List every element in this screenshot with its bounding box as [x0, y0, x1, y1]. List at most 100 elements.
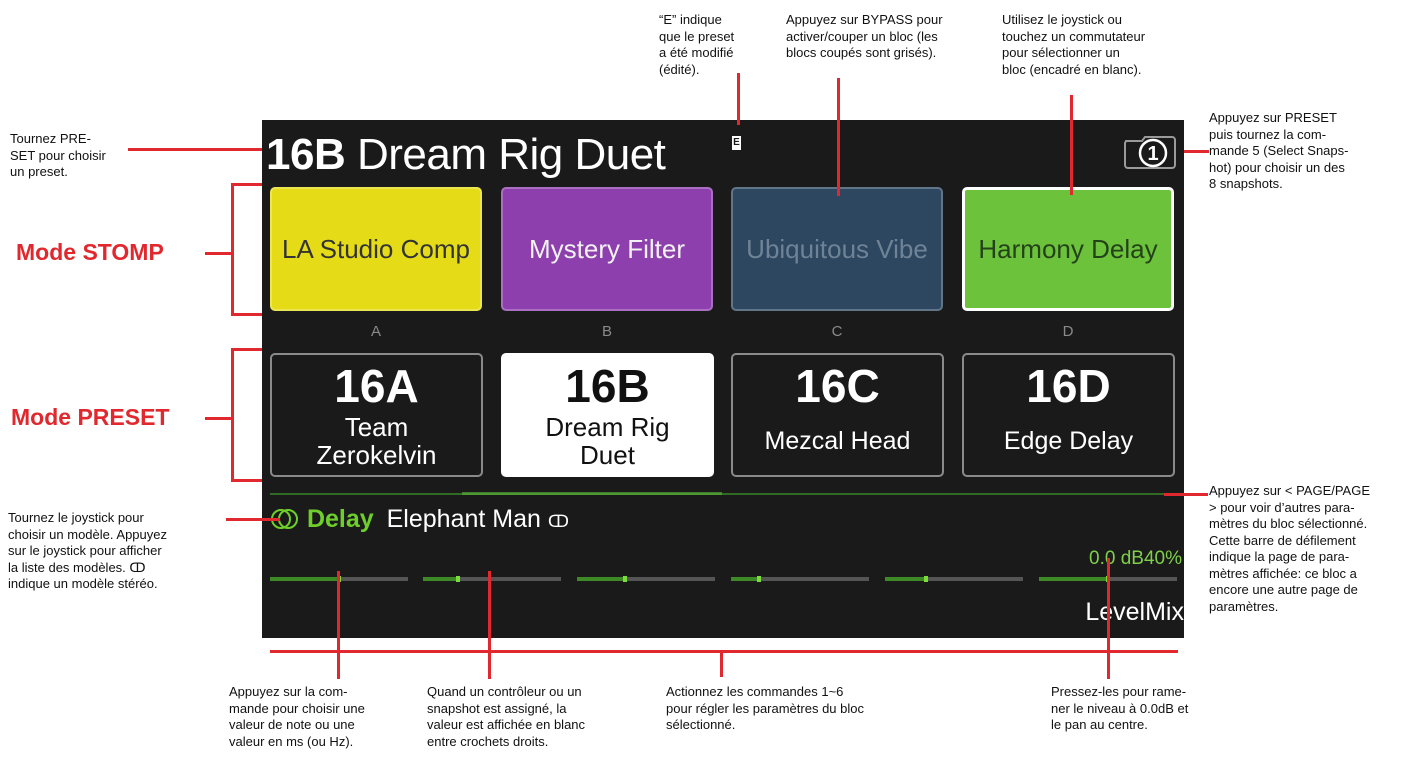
- preset-number: 16C: [795, 360, 880, 412]
- preset-number: 16D: [1026, 360, 1111, 412]
- note-line: (édité).: [659, 61, 700, 77]
- param-fill: [731, 577, 759, 581]
- param-thumb: [456, 576, 460, 582]
- note-line: Appuyez sur < PAGE/PAGE: [1209, 483, 1371, 498]
- leader-knob-press: [337, 571, 340, 679]
- note-line: > pour voir d’autres para-: [1209, 499, 1355, 515]
- note-line: valeur est affichée en blanc: [427, 717, 586, 732]
- switch-letter-c: C: [831, 323, 843, 340]
- preset-title-number: 16B: [266, 130, 346, 179]
- switch-letter-a: A: [370, 323, 381, 340]
- preset-slot-16d[interactable]: 16D Edge Delay: [962, 353, 1175, 477]
- param-fill: [1039, 577, 1108, 581]
- model-line[interactable]: Delay Elephant Man ↀ: [270, 505, 569, 534]
- preset-name: Dream Rig Duet: [545, 412, 670, 470]
- stomp-block-b[interactable]: Mystery Filter: [501, 187, 713, 311]
- param-bar-5[interactable]: [885, 576, 1023, 582]
- note-line: sélectionné.: [666, 717, 736, 732]
- note-line: 8 snapshots.: [1209, 176, 1283, 191]
- preset-slot-16c[interactable]: 16C Mezcal Head: [731, 353, 944, 477]
- note-line: entre crochets droits.: [427, 733, 549, 749]
- bracket-knobs: [270, 650, 1178, 653]
- bracket-preset-top: [231, 348, 262, 351]
- note-line: blocs coupés sont grisés).: [786, 45, 937, 60]
- stomp-block-label: Harmony Delay: [978, 234, 1158, 264]
- stereo-indicator: ↀ: [547, 512, 570, 531]
- note-line: le pan au centre.: [1051, 717, 1148, 732]
- note-line: Quand un contrôleur ou un: [427, 684, 582, 699]
- note-line: hot) pour choisir un des: [1209, 159, 1345, 175]
- bracket-stomp-top: [231, 183, 262, 186]
- device-screen: 16B Dream Rig Duet E 1 LA Studio Comp My…: [262, 120, 1184, 638]
- bracket-preset-vertical: [231, 348, 234, 482]
- note-reset: Pressez-les pour rame-ner le niveau à 0.…: [1051, 684, 1188, 734]
- note-line: puis tournez la com-: [1209, 126, 1327, 142]
- note-line: indique un modèle stéréo.: [8, 576, 158, 591]
- param-thumb: [623, 576, 627, 582]
- note-line: Pressez-les pour rame-: [1051, 684, 1187, 699]
- param-bar-3[interactable]: [577, 576, 715, 582]
- note-line: Tournez PRE-: [10, 131, 91, 146]
- note-line: Actionnez les commandes 1~6: [666, 684, 844, 699]
- stomp-block-label: Ubiquitous Vibe: [746, 234, 928, 264]
- leader-assigned: [488, 571, 491, 679]
- preset-name: Edge Delay: [1003, 427, 1134, 455]
- preset-name: Mezcal Head: [764, 427, 911, 455]
- note-line: encore une autre page de: [1209, 582, 1358, 597]
- note-line: pour sélectionner un: [1002, 45, 1120, 60]
- note-line: paramètres.: [1209, 598, 1279, 614]
- stomp-block-a[interactable]: LA Studio Comp: [270, 187, 482, 311]
- leader-reset: [1107, 558, 1110, 679]
- note-line: Cette barre de défilement: [1209, 532, 1356, 548]
- note-line: que le preset: [659, 28, 735, 44]
- note-line: mètres du bloc sélectionné.: [1209, 516, 1368, 531]
- note-line: Tournez le joystick pour: [8, 510, 144, 525]
- note-line: Appuyez sur PRESET: [1209, 110, 1337, 125]
- stomp-block-label: Mystery Filter: [529, 234, 685, 264]
- note-line: “E” indique: [659, 12, 722, 27]
- note-line: indique la page de para-: [1209, 549, 1350, 564]
- note-line: activer/couper un bloc (les: [786, 28, 938, 44]
- note-line: valeur en ms (ou Hz).: [229, 733, 354, 749]
- page-scrollbar[interactable]: [270, 493, 1184, 495]
- note-line: SET pour choisir: [10, 147, 106, 163]
- edited-marker: E: [732, 136, 741, 150]
- note-line: la liste des modèles. ↀ: [8, 559, 146, 575]
- param-value-readout: 0.0 dB40%: [1089, 548, 1182, 569]
- preset-name: Team Zerokelvin: [316, 412, 437, 470]
- bracket-stomp-tick: [205, 252, 231, 255]
- note-line: mande pour choisir une: [229, 700, 365, 716]
- note-line: ner le niveau à 0.0dB et: [1051, 700, 1189, 716]
- page-scrollbar-thumb[interactable]: [462, 492, 722, 495]
- note-line: snapshot est assigné, la: [427, 700, 567, 716]
- stomp-block-d[interactable]: Harmony Delay: [962, 187, 1174, 311]
- bracket-preset-tick: [205, 417, 231, 420]
- mode-stomp-label: Mode STOMP: [16, 239, 164, 265]
- param-bar-2[interactable]: [423, 576, 561, 582]
- preset-title-name: Dream Rig Duet: [356, 130, 666, 179]
- param-bar-4[interactable]: [731, 576, 869, 582]
- param-fill: [270, 577, 339, 581]
- param-thumb: [924, 576, 928, 582]
- leader-bypass: [837, 78, 840, 196]
- param-thumb: [757, 576, 761, 582]
- mode-preset-label: Mode PRESET: [11, 404, 170, 430]
- leader-preset-knob: [128, 148, 262, 151]
- leader-page: [1164, 493, 1208, 496]
- note-line: bloc (encadré en blanc).: [1002, 61, 1142, 77]
- note-line: sur le joystick pour afficher: [8, 543, 162, 558]
- stomp-block-c[interactable]: Ubiquitous Vibe: [731, 187, 943, 311]
- stomp-block-label: LA Studio Comp: [282, 234, 470, 264]
- leader-joystick-select: [1070, 95, 1073, 195]
- snapshot-icon[interactable]: 1: [1122, 135, 1178, 169]
- bracket-preset-bottom: [231, 479, 262, 482]
- note-line: un preset.: [10, 164, 68, 179]
